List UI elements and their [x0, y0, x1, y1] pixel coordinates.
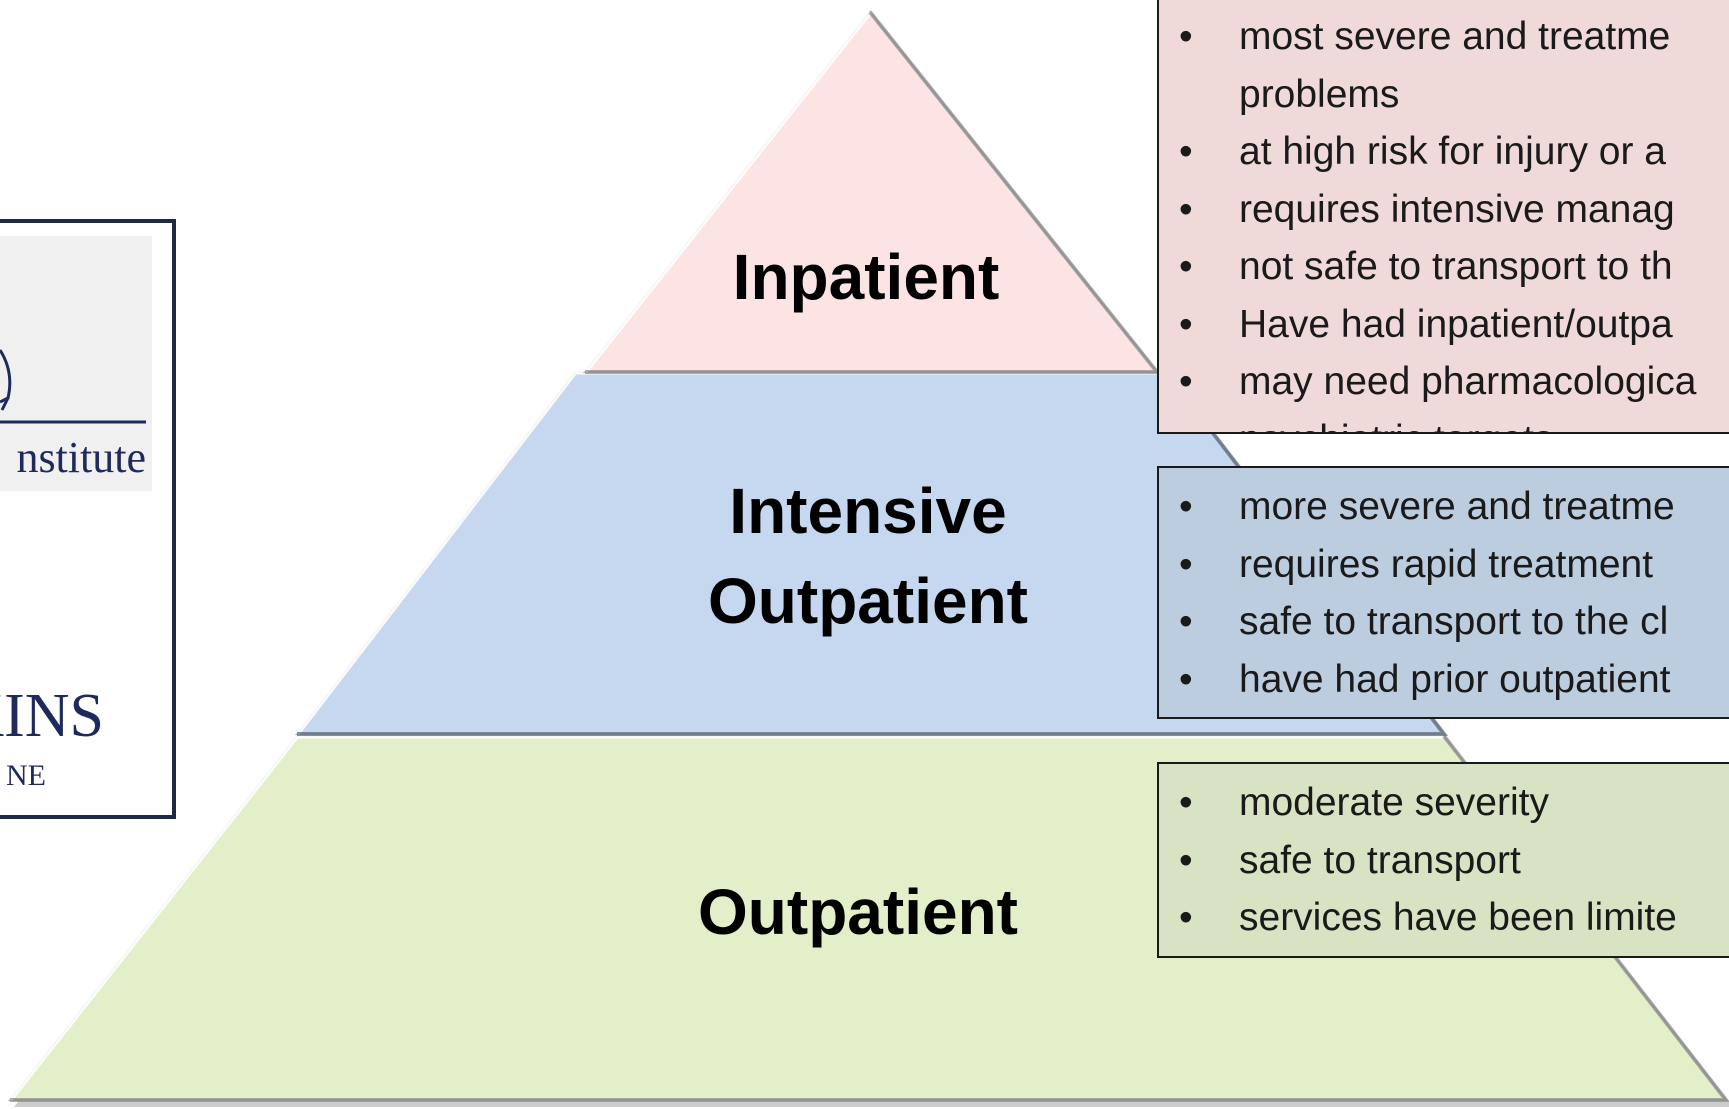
inpatient-criteria-list: • most severe and treatme problems • at …: [1159, 8, 1729, 433]
tier-label-intensive-line2: Outpatient: [708, 565, 1028, 637]
list-item-text: requires rapid treatment: [1239, 542, 1654, 586]
bullet-icon: •: [1179, 657, 1193, 701]
intensive-outpatient-criteria-box: • more severe and treatme • requires rap…: [1157, 466, 1729, 719]
bullet-icon: •: [1179, 302, 1193, 346]
logo-emblem-icon: [0, 349, 12, 404]
tier-inpatient: [582, 10, 1160, 373]
list-item: • Have had inpatient/outpa: [1159, 296, 1729, 354]
bullet-icon: •: [1179, 187, 1193, 231]
list-item: • services have been limite: [1159, 889, 1729, 947]
bullet-icon: •: [1179, 542, 1193, 586]
bullet-icon: •: [1179, 896, 1193, 939]
logo-card: nstitute KINS NE: [0, 219, 176, 819]
list-item-text-cont: psychiatric targets: [1239, 411, 1729, 433]
bullet-icon: •: [1179, 485, 1193, 528]
list-item: • safe to transport: [1159, 832, 1729, 890]
list-item-text: moderate severity: [1239, 781, 1549, 824]
bullet-icon: •: [1179, 15, 1193, 58]
list-item-text: more severe and treatme: [1239, 485, 1675, 528]
list-item: • have had prior outpatient: [1159, 651, 1729, 709]
list-item-text: have had prior outpatient: [1239, 657, 1671, 701]
list-item: • requires rapid treatment: [1159, 536, 1729, 594]
list-item-text: requires intensive manag: [1239, 187, 1675, 231]
bullet-icon: •: [1179, 600, 1193, 643]
list-item: • may need pharmacologica psychiatric ta…: [1159, 353, 1729, 433]
outpatient-criteria-list: • moderate severity • safe to transport …: [1159, 774, 1729, 947]
list-item-text: may need pharmacologica: [1239, 360, 1697, 403]
intensive-criteria-list: • more severe and treatme • requires rap…: [1159, 478, 1729, 708]
list-item-text: not safe to transport to th: [1239, 245, 1673, 288]
outpatient-criteria-box: • moderate severity • safe to transport …: [1157, 762, 1729, 958]
bullet-icon: •: [1179, 130, 1193, 173]
list-item-text: at high risk for injury or a: [1239, 130, 1667, 173]
tier-label-outpatient: Outpatient: [698, 876, 1018, 948]
list-item-text: most severe and treatme: [1239, 15, 1671, 58]
list-item: • at high risk for injury or a: [1159, 123, 1729, 181]
tier-label-inpatient: Inpatient: [733, 241, 1000, 313]
list-item: • moderate severity: [1159, 774, 1729, 832]
list-item: • most severe and treatme problems: [1159, 8, 1729, 123]
list-item: • safe to transport to the cl: [1159, 593, 1729, 651]
list-item: • not safe to transport to th: [1159, 238, 1729, 296]
list-item-text-cont: problems: [1239, 72, 1400, 116]
list-item-text: safe to transport to the cl: [1239, 600, 1669, 643]
logo-subtitle-text: NE: [6, 759, 46, 792]
logo-institute-text: nstitute: [16, 433, 146, 482]
logo-name-text: KINS: [0, 682, 104, 750]
bullet-icon: •: [1179, 360, 1193, 403]
tier-label-intensive-line1: Intensive: [729, 475, 1006, 547]
list-item-text: safe to transport: [1239, 838, 1521, 882]
bullet-icon: •: [1179, 245, 1193, 288]
list-item: • requires intensive manag: [1159, 181, 1729, 239]
list-item-text: services have been limite: [1239, 896, 1677, 939]
bullet-icon: •: [1179, 781, 1193, 824]
list-item-text: Have had inpatient/outpa: [1239, 302, 1673, 346]
list-item: • more severe and treatme: [1159, 478, 1729, 536]
bullet-icon: •: [1179, 838, 1193, 882]
inpatient-criteria-box: • most severe and treatme problems • at …: [1157, 0, 1729, 434]
